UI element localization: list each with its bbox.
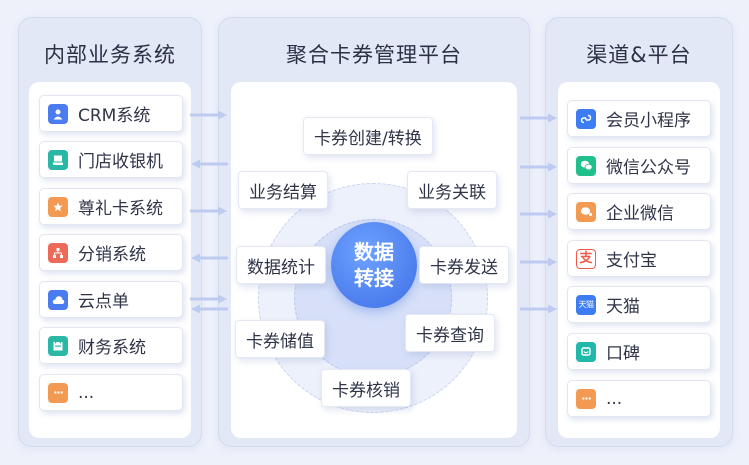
arrow-left-icon [191, 253, 228, 263]
arrow-right-icon [520, 304, 557, 314]
business-relate-chip[interactable]: 业务关联 [407, 171, 497, 209]
business-settle-chip[interactable]: 业务结算 [238, 171, 328, 209]
card-send-chip[interactable]: 卡券发送 [419, 246, 509, 284]
channel-item-label: 天猫 [606, 297, 640, 317]
arrow-right-icon [190, 206, 227, 216]
internal-item-cloud-order[interactable]: 云点单 [39, 281, 183, 318]
channel-item-mini-program[interactable]: 会员小程序 [567, 100, 711, 137]
arrow-right-icon [520, 257, 557, 267]
channel-item-koubei[interactable]: 口碑 [567, 333, 711, 370]
hierarchy-icon [48, 242, 68, 263]
cloud-icon [48, 289, 68, 310]
internal-item-label: 财务系统 [78, 338, 146, 358]
channels-title: 渠道&平台 [586, 43, 692, 67]
arrow-right-icon [190, 110, 227, 120]
arrow-left-icon [191, 304, 228, 314]
internal-item-label: 门店收银机 [78, 152, 163, 172]
mini-program-icon [576, 108, 596, 129]
channel-item-tmall[interactable]: 天猫 天猫 [567, 286, 711, 323]
internal-item-label: 尊礼卡系统 [78, 199, 163, 219]
arrow-right-icon [520, 209, 557, 219]
internal-item-label: CRM系统 [78, 106, 151, 126]
internal-item-label: 云点单 [78, 292, 129, 312]
more-icon: ··· [576, 388, 596, 409]
card-query-chip[interactable]: 卡券查询 [405, 314, 495, 352]
channel-item-more[interactable]: ··· ... [567, 380, 711, 417]
card-verify-chip[interactable]: 卡券核销 [321, 369, 411, 407]
channel-item-wechat-oa[interactable]: 微信公众号 [567, 147, 711, 184]
arrow-right-icon [520, 113, 557, 123]
ledger-icon [48, 335, 68, 356]
user-icon [48, 103, 68, 124]
internal-item-label: 分销系统 [78, 245, 146, 265]
internal-item-label: ... [78, 382, 95, 403]
card-create-chip[interactable]: 卡券创建/转换 [303, 117, 433, 155]
internal-item-more[interactable]: ··· ... [39, 374, 183, 411]
channel-item-label: 会员小程序 [606, 111, 691, 131]
internal-item-pos[interactable]: 门店收银机 [39, 141, 183, 178]
internal-item-finance[interactable]: 财务系统 [39, 327, 183, 364]
hub-label-line1: 数据 [354, 240, 394, 264]
wecom-icon [576, 201, 596, 222]
internal-systems-title: 内部业务系统 [44, 43, 176, 67]
wechat-icon [576, 155, 596, 176]
channel-item-label: 企业微信 [606, 204, 674, 224]
channel-item-label: 口碑 [606, 344, 640, 364]
arrow-left-icon [191, 159, 228, 169]
internal-item-crm[interactable]: CRM系统 [39, 95, 183, 132]
data-stats-chip[interactable]: 数据统计 [236, 246, 326, 284]
internal-item-gift-card[interactable]: 尊礼卡系统 [39, 188, 183, 225]
star-card-icon [48, 196, 68, 217]
data-hub: 数据 转接 [331, 222, 417, 308]
hub-label-line2: 转接 [354, 266, 394, 290]
channel-item-label: ... [606, 388, 623, 409]
platform-title: 聚合卡券管理平台 [286, 43, 462, 67]
channel-item-alipay[interactable]: 支 支付宝 [567, 240, 711, 277]
card-store-chip[interactable]: 卡券储值 [235, 320, 325, 358]
arrow-right-icon [190, 294, 227, 304]
channel-item-label: 支付宝 [606, 251, 657, 271]
internal-item-distribution[interactable]: 分销系统 [39, 234, 183, 271]
more-icon: ··· [48, 382, 68, 403]
channel-item-wecom[interactable]: 企业微信 [567, 193, 711, 230]
koubei-icon [576, 341, 596, 362]
arrow-right-icon [520, 162, 557, 172]
channel-item-label: 微信公众号 [606, 158, 691, 178]
cashier-icon [48, 149, 68, 170]
alipay-icon: 支 [576, 248, 596, 269]
tmall-icon: 天猫 [576, 294, 596, 315]
